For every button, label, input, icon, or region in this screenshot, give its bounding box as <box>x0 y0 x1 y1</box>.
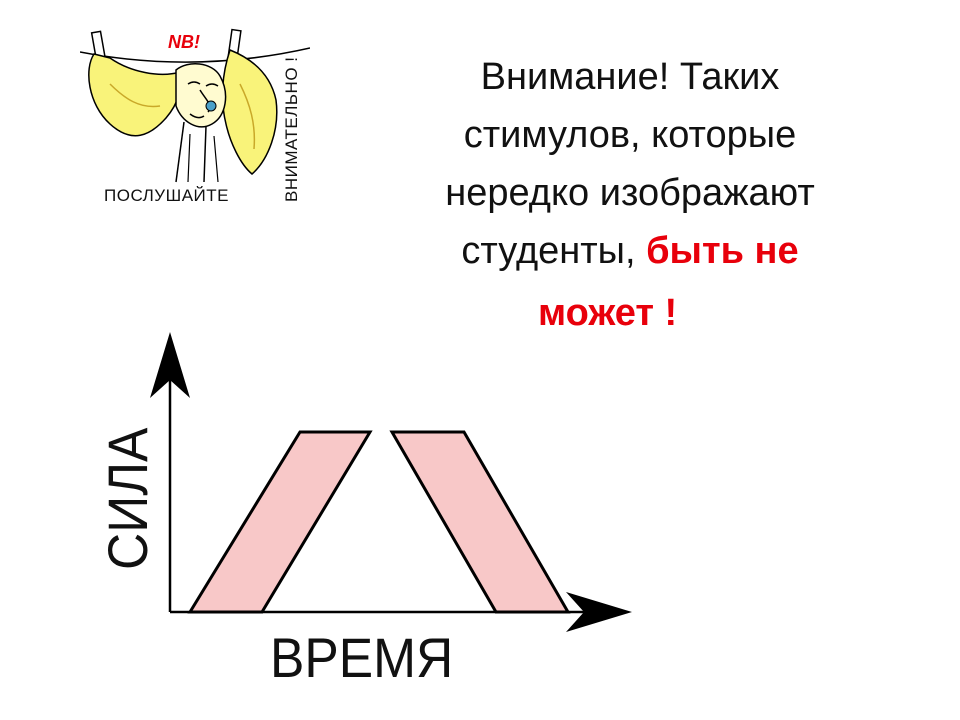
headline-line-3: нередко изображают <box>445 172 815 214</box>
cartoon-caption-listen: ПОСЛУШАЙТЕ <box>104 186 229 205</box>
headline-line-2: стимулов, которые <box>463 114 797 156</box>
nb-badge: NB! <box>168 32 200 52</box>
falling-stimulus-shape <box>389 430 571 614</box>
x-axis-arrow-icon <box>566 592 632 632</box>
headline-line-4-plain: студенты, <box>461 230 636 272</box>
attention-cartoon-icon <box>80 28 310 183</box>
headline-warning-part-1: быть не <box>646 230 799 272</box>
headline-line-4: студенты, быть не <box>380 222 880 280</box>
headline-warning-part-2: может ! <box>538 292 678 334</box>
rising-stimulus-shape <box>187 430 373 614</box>
x-axis-label: ВРЕМЯ <box>270 626 454 689</box>
y-axis-label: СИЛА <box>96 427 159 570</box>
headline: Внимание! Таких стимулов, которые нередк… <box>380 48 880 342</box>
y-axis-arrow-icon <box>150 332 190 398</box>
headline-line-1: Внимание! Таких <box>480 56 780 98</box>
